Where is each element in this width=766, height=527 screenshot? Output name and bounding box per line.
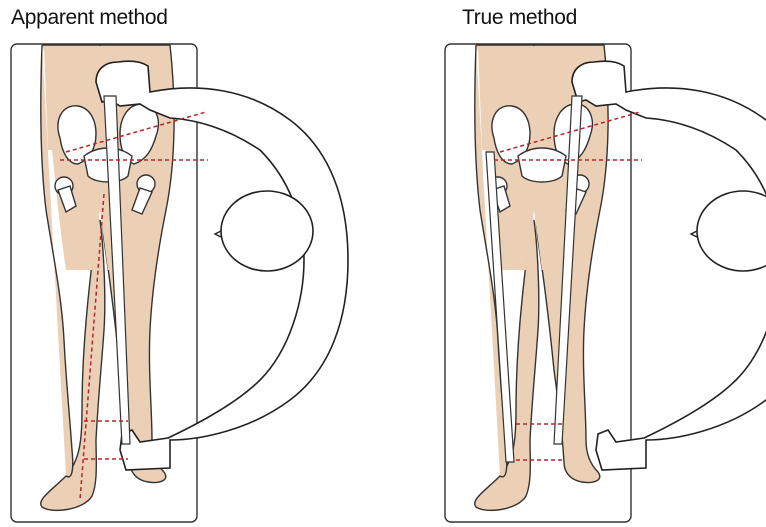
panel-true-method bbox=[445, 44, 766, 522]
panel-apparent-method bbox=[11, 44, 348, 522]
